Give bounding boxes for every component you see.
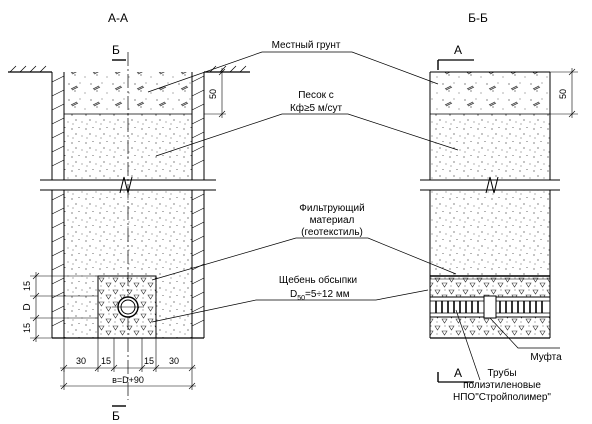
section-a-a xyxy=(8,52,250,407)
dim-15-top: 15 xyxy=(22,281,32,291)
text-layer: А-А Б-Б Б Б А А Местный грунт Песок с Кф… xyxy=(22,11,568,423)
label-pipes-3: НПО"Стройполимер" xyxy=(453,392,551,403)
dim-30-right: 30 xyxy=(169,356,179,366)
label-sand-1: Песок с xyxy=(298,90,334,101)
cut-marker-a-top: А xyxy=(454,43,462,57)
section-b-b xyxy=(420,59,578,383)
label-filter-1: Фильтрующий xyxy=(299,203,364,214)
label-local-soil: Местный грунт xyxy=(272,40,341,51)
dim-15-right: 15 xyxy=(144,356,154,366)
cut-marker-b-top: Б xyxy=(112,43,120,57)
label-filter-2: материал xyxy=(310,215,355,226)
dim-50-right: 50 xyxy=(558,89,568,99)
local-soil-layer-bb xyxy=(430,72,550,114)
gravel-d-rest: =5÷12 мм xyxy=(305,289,350,300)
label-gravel-1: Щебень обсыпки xyxy=(279,274,357,286)
section-title-left: А-А xyxy=(108,11,128,25)
label-gravel-2: D50=5÷12 мм xyxy=(290,289,350,302)
dim-15-bottom: 15 xyxy=(22,323,32,333)
drain-pipe-longitudinal xyxy=(429,295,551,319)
coupling-sleeve xyxy=(483,295,497,319)
leader-lines xyxy=(147,51,560,381)
sand-layer-upper-bb xyxy=(430,114,550,180)
label-sand-2: Кф≥5 м/сут xyxy=(290,102,343,114)
dim-total-width: в=D+90 xyxy=(112,375,144,385)
drain-pipe xyxy=(112,296,144,318)
label-coupling: Муфта xyxy=(530,351,562,363)
dim-30-left: 30 xyxy=(76,356,86,366)
cut-marker-b-bottom: Б xyxy=(112,409,120,423)
gravel-d: D xyxy=(290,289,297,300)
cut-marker-a-bottom: А xyxy=(454,366,462,380)
label-pipes-1: Трубы xyxy=(487,367,516,379)
label-filter-3: (геотекстиль) xyxy=(301,227,363,238)
dim-50-left: 50 xyxy=(208,89,218,99)
label-pipes-2: полиэтиленовые xyxy=(463,380,541,391)
sand-layer-lower-bb xyxy=(430,190,550,276)
gravel-d-sub: 50 xyxy=(297,295,305,302)
dim-15-left: 15 xyxy=(101,356,111,366)
section-title-right: Б-Б xyxy=(468,11,488,25)
dim-d: D xyxy=(22,303,33,310)
